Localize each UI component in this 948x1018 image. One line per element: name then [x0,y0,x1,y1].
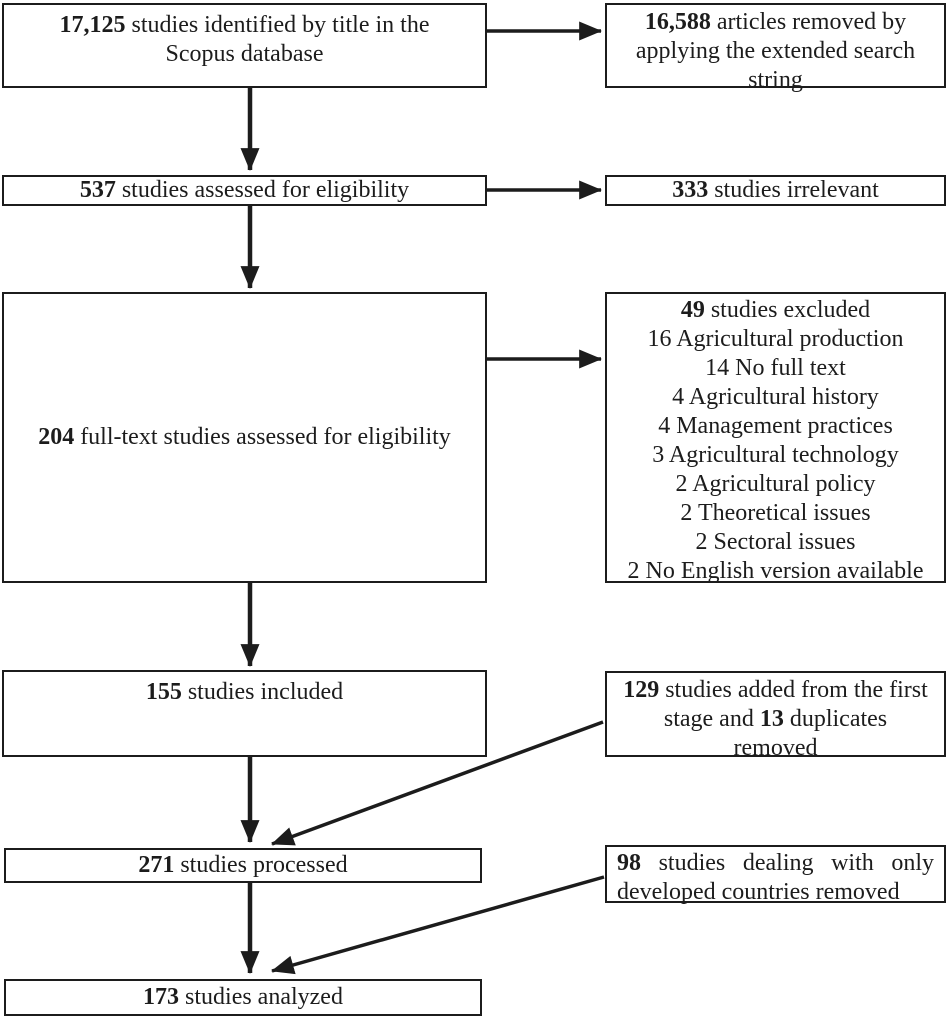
added-label-mid: studies added from the first stage and [659,677,928,732]
box-studies-analyzed: 173 studies analyzed [4,979,482,1016]
analyzed-label: studies analyzed [179,984,343,1010]
analyzed-count: 173 [143,984,180,1010]
excluded-reason: 2 Theoretical issues [680,500,871,526]
box-studies-excluded: 49 studies excluded 16 Agricultural prod… [605,292,946,584]
fulltext-count: 204 [38,424,75,450]
box-studies-processed: 271 studies processed [4,848,482,883]
excluded-label: studies excluded [704,297,871,323]
irrelevant-label: studies irrelevant [708,177,879,203]
box-studies-identified: 17,125 studies identified by title in th… [2,3,487,88]
assessed-count: 537 [79,177,116,203]
arrow-diagonal-developed-to-analyzed [271,875,605,975]
excluded-reason: 14 No full text [705,355,846,381]
developed-removed-label: studies dealing with only developed coun… [617,850,934,905]
processed-label: studies processed [174,852,348,878]
included-count: 155 [145,679,182,705]
excluded-reason: 2 Agricultural policy [675,471,876,497]
box-developed-countries-removed: 98 studies dealing with only developed c… [605,845,946,905]
excluded-reason: 3 Agricultural technology [652,442,899,468]
excluded-reason: 4 Agricultural history [672,384,879,410]
developed-removed-count: 98 [617,850,641,876]
included-label: studies included [181,679,344,705]
box-studies-irrelevant: 333 studies irrelevant [605,175,946,206]
assessed-label: studies assessed for eligibility [115,177,410,203]
excluded-heading: 49 studies excluded [609,296,942,325]
box-fulltext-assessed: 204 full-text studies assessed for eligi… [2,292,487,583]
irrelevant-count: 333 [672,177,709,203]
excluded-reason: 16 Agricultural production [647,326,904,352]
box-studies-assessed: 537 studies assessed for eligibility [2,175,487,206]
box-studies-added-duplicates-removed: 129 studies added from the first stage a… [605,671,946,761]
duplicates-count: 13 [759,706,784,732]
removed-search-count: 16,588 [644,9,711,35]
added-count: 129 [623,677,660,703]
fulltext-label: full-text studies assessed for eligibili… [74,424,451,450]
box-studies-included: 155 studies included [2,670,487,757]
processed-count: 271 [138,852,175,878]
excluded-count: 49 [680,297,705,323]
box-articles-removed-search: 16,588 articles removed by applying the … [605,3,946,93]
added-label-tail: duplicates removed [733,706,888,761]
excluded-reason: 2 No English version available [627,558,924,584]
removed-search-label: articles removed by applying the extende… [635,9,916,93]
identified-count: 17,125 [59,12,126,38]
excluded-reason: 2 Sectoral issues [695,529,856,555]
excluded-reason: 4 Management practices [658,413,893,439]
identified-label: studies identified by title in the Scopu… [125,12,430,67]
